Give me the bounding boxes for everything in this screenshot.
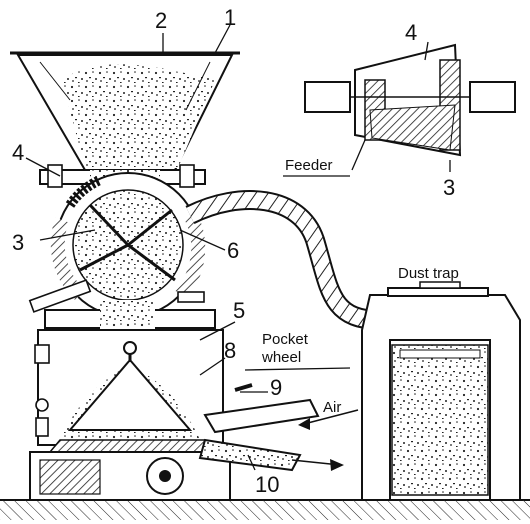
outlet-arrow [291, 459, 344, 471]
pocket-label: Pocket [262, 331, 309, 348]
base-frame [29, 451, 231, 501]
valve-outlet-flange [44, 300, 216, 340]
feeder-label: Feeder [285, 157, 333, 174]
leader-lines [25, 24, 451, 471]
label-10: 10 [255, 472, 279, 497]
hopper [10, 51, 240, 171]
pocket-wheel [48, 439, 217, 453]
pocket-wheel-chamber [34, 329, 224, 446]
label-8: 8 [224, 338, 236, 363]
label-5: 5 [233, 298, 245, 323]
label-4: 4 [12, 140, 24, 165]
wheel-label: wheel [261, 349, 301, 366]
dust-trap-label: Dust trap [398, 265, 459, 282]
inset-label-3: 3 [443, 175, 455, 200]
ground-floor [0, 499, 530, 520]
dust-hose [185, 190, 410, 330]
label-1: 1 [224, 5, 236, 30]
air-arrow [298, 409, 359, 430]
conveying-pipe [198, 383, 320, 472]
label-9: 9 [270, 375, 282, 400]
air-label: Air [323, 399, 341, 416]
feeder-inset [304, 43, 516, 157]
rotary-valve [28, 172, 206, 318]
label-2: 2 [155, 8, 167, 33]
label-6: 6 [227, 238, 239, 263]
label-3: 3 [12, 230, 24, 255]
inset-label-4: 4 [405, 20, 417, 45]
dust-trap [361, 281, 521, 501]
